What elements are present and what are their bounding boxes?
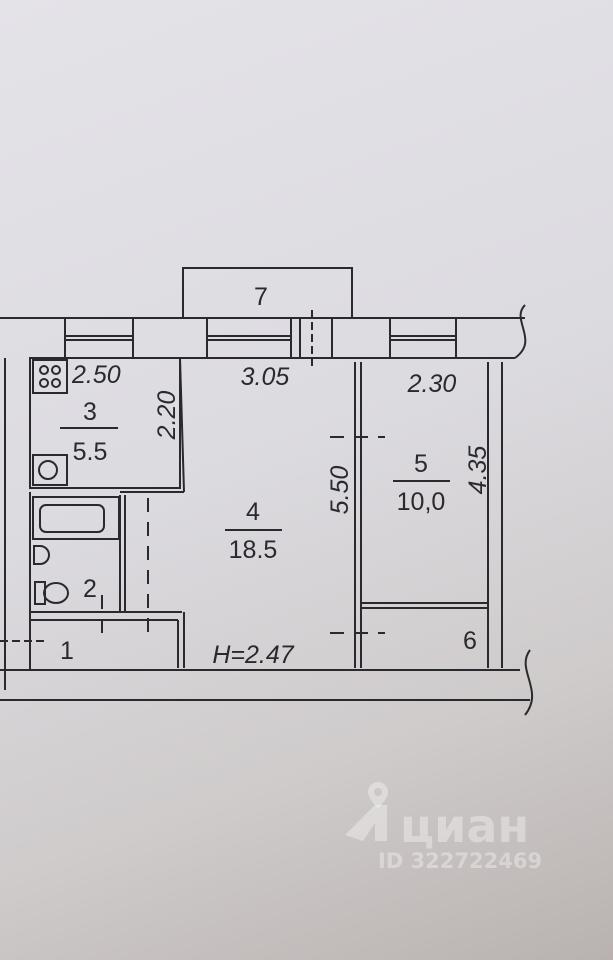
cian-watermark: циан ID 322722469 [345, 782, 542, 873]
room-5-width-dimension: 2.30 [407, 370, 457, 398]
room-4-width-dimension: 3.05 [241, 363, 290, 391]
room-3-number: 3 [83, 398, 97, 426]
room-5-number: 5 [414, 450, 428, 478]
bathtub-icon [32, 496, 120, 540]
room-3-area: 5.5 [73, 438, 108, 466]
location-pin-icon [345, 782, 388, 841]
room-4-depth-dimension: 5.50 [326, 466, 354, 515]
room-5-depth-dimension: 4.35 [464, 446, 492, 495]
kitchen-width-dimension: 2.50 [71, 361, 121, 389]
ceiling-height: H=2.47 [212, 641, 294, 669]
walls [0, 304, 534, 716]
room-1-number: 1 [60, 637, 74, 665]
room-6-number: 6 [463, 627, 477, 655]
room-4-area: 18.5 [229, 536, 278, 564]
room-2-number: 2 [83, 575, 97, 603]
stove-icon [32, 359, 68, 394]
watermark-id: ID 322722469 [378, 849, 542, 873]
room-5-area: 10,0 [397, 488, 446, 516]
room-7-number: 7 [254, 283, 268, 311]
sink-icon [32, 454, 68, 486]
watermark-brand: циан [400, 799, 529, 853]
kitchen-depth-dimension: 2.20 [153, 391, 181, 441]
toilet-icon [34, 581, 69, 605]
washbasin-icon [33, 545, 50, 565]
room-4-number: 4 [246, 498, 260, 526]
